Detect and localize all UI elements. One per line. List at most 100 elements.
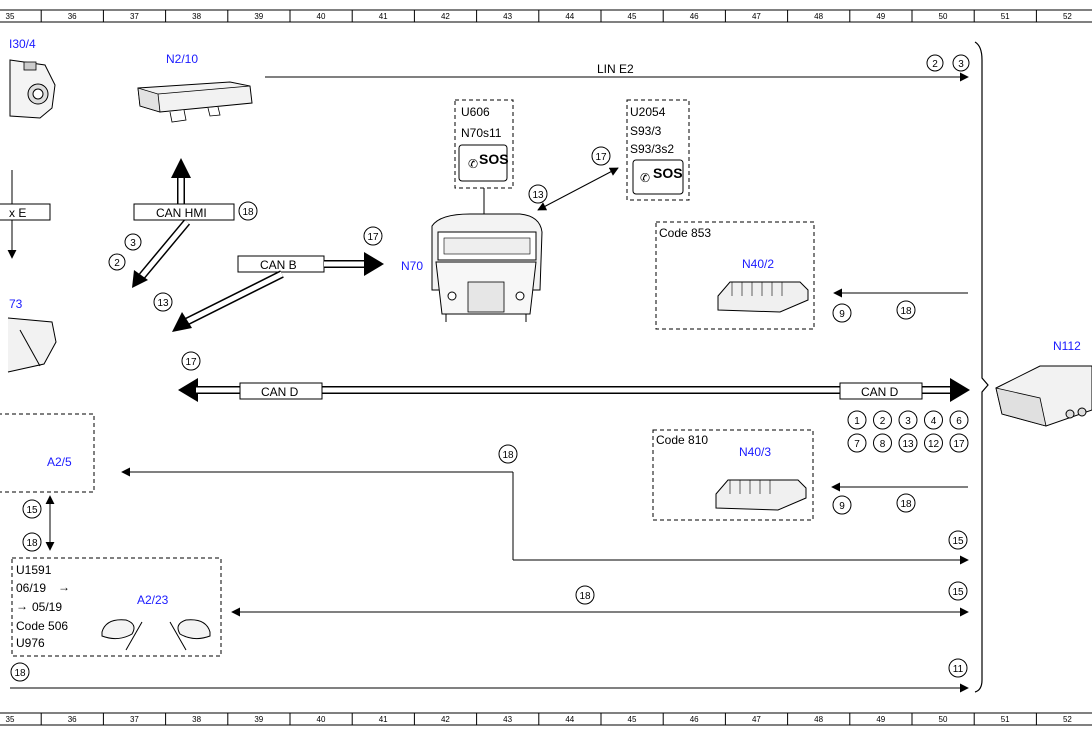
ruler-label: 46 — [690, 12, 699, 21]
svg-text:13: 13 — [532, 190, 544, 201]
n73-device: 73 — [7, 297, 57, 373]
ruler-label: 40 — [317, 715, 326, 724]
ruler-label: 38 — [192, 12, 201, 21]
u2054-box: U2054 S93/3 S93/3s2 ✆ SOS — [626, 99, 690, 201]
ruler-label: 39 — [254, 12, 263, 21]
svg-text:13: 13 — [157, 298, 169, 309]
i30-4-label: I30/4 — [9, 37, 36, 51]
svg-text:15: 15 — [26, 505, 38, 516]
ruler-label: 35 — [6, 715, 15, 724]
ruler-label: 38 — [192, 715, 201, 724]
svg-text:18: 18 — [900, 499, 912, 510]
code-853-box: Code 853 N40/2 9 18 — [655, 221, 968, 330]
lin-e2-line: LIN E2 2 3 — [265, 54, 970, 82]
svg-text:N70s11: N70s11 — [461, 126, 502, 140]
ruler-label: 42 — [441, 715, 450, 724]
svg-text:73: 73 — [9, 297, 23, 311]
ruler-label: 52 — [1063, 12, 1072, 21]
marker-circle — [949, 433, 969, 453]
svg-text:SOS: SOS — [653, 165, 683, 181]
marker-circle — [898, 410, 918, 430]
svg-text:15: 15 — [952, 587, 964, 598]
marker-label: 1 — [854, 416, 860, 427]
svg-text:S93/3: S93/3 — [630, 124, 662, 138]
ruler-label: 46 — [690, 715, 699, 724]
svg-text:17: 17 — [185, 357, 197, 368]
ruler-label: 49 — [876, 715, 885, 724]
svg-text:→: → — [58, 580, 70, 594]
a2-23-line: 18 15 — [231, 581, 969, 617]
ruler-label: 44 — [565, 715, 574, 724]
ruler-label: 42 — [441, 12, 450, 21]
svg-text:Code 853: Code 853 — [659, 226, 711, 240]
marker-circle — [847, 410, 867, 430]
svg-text:2: 2 — [114, 258, 120, 269]
i30-4-device: I30/4 — [9, 37, 56, 119]
svg-text:2: 2 — [932, 59, 938, 70]
ruler-label: 48 — [814, 12, 823, 21]
ruler-label: 37 — [130, 12, 139, 21]
ruler-label: 48 — [814, 715, 823, 724]
marker-label: 8 — [880, 439, 886, 450]
svg-text:N112: N112 — [1053, 339, 1081, 353]
ruler-label: 39 — [254, 715, 263, 724]
ruler-label: 35 — [6, 12, 15, 21]
svg-text:N40/3: N40/3 — [739, 445, 771, 459]
x-e-box: x E — [0, 170, 51, 259]
ruler-label: 49 — [876, 12, 885, 21]
svg-text:U1591: U1591 — [16, 563, 52, 577]
n70-device: N70 — [401, 213, 543, 322]
svg-text:17: 17 — [367, 232, 379, 243]
svg-text:S93/3s2: S93/3s2 — [630, 142, 674, 156]
svg-text:9: 9 — [839, 309, 845, 320]
svg-text:A2/23: A2/23 — [137, 593, 169, 607]
marker-circle — [949, 410, 969, 430]
svg-text:→: → — [16, 599, 28, 613]
svg-text:18: 18 — [579, 591, 591, 602]
ruler-label: 45 — [628, 12, 637, 21]
ruler-label: 36 — [68, 715, 77, 724]
marker-label: 12 — [928, 439, 940, 450]
ruler-label: 43 — [503, 715, 512, 724]
u606-box: U606 N70s11 ✆ SOS — [454, 99, 514, 216]
ruler-label: 45 — [628, 715, 637, 724]
lin-e2-label: LIN E2 — [597, 62, 634, 76]
svg-text:18: 18 — [14, 668, 26, 679]
marker-circle — [873, 410, 892, 430]
marker-label: 7 — [854, 439, 860, 450]
bottom-line: 18 11 — [10, 658, 969, 693]
svg-text:9: 9 — [839, 501, 845, 512]
svg-text:18: 18 — [900, 306, 912, 317]
marker-label: 4 — [931, 416, 937, 427]
n70-u2054-link: 17 13 — [528, 146, 619, 211]
svg-text:N40/2: N40/2 — [742, 257, 774, 271]
ruler-label: 52 — [1063, 715, 1072, 724]
svg-text:05/19: 05/19 — [32, 600, 62, 614]
can-d-left-label: CAN D — [261, 385, 299, 399]
ruler-label: 51 — [1001, 715, 1010, 724]
can-hmi-bus: CAN HMI 18 3 2 — [108, 158, 258, 288]
ruler-label: 43 — [503, 12, 512, 21]
right-bracket — [974, 41, 989, 693]
ruler-label: 44 — [565, 12, 574, 21]
n70-label: N70 — [401, 259, 423, 273]
svg-text:3: 3 — [958, 59, 964, 70]
can-b-label: CAN B — [260, 258, 297, 272]
svg-text:Code 506: Code 506 — [16, 619, 68, 633]
marker-label: 2 — [880, 416, 886, 427]
a2-5-u1591-link: 15 18 — [22, 495, 55, 552]
ruler-label: 37 — [130, 715, 139, 724]
svg-text:18: 18 — [502, 450, 514, 461]
marker-circle — [873, 433, 892, 453]
svg-text:Code 810: Code 810 — [656, 433, 708, 447]
ruler-label: 41 — [379, 12, 388, 21]
marker-label: 3 — [905, 416, 911, 427]
phone-icon: ✆ — [468, 157, 478, 171]
svg-text:U976: U976 — [16, 636, 45, 650]
svg-text:A2/5: A2/5 — [47, 455, 72, 469]
svg-text:15: 15 — [952, 536, 964, 547]
